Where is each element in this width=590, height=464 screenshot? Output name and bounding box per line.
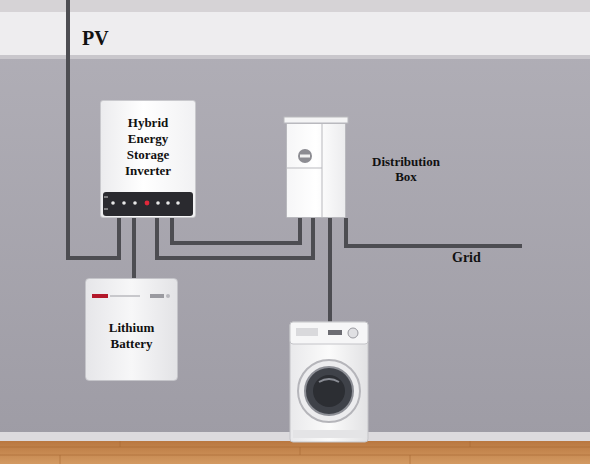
floor-grain xyxy=(0,441,590,464)
washer-window xyxy=(305,367,353,415)
node-label: Lithium Battery xyxy=(99,320,165,352)
molding-band xyxy=(0,12,590,55)
battery-logo-line xyxy=(110,295,140,297)
node-label: Distribution Box xyxy=(361,154,451,184)
molding-shadow xyxy=(0,55,590,59)
panel-led xyxy=(156,201,160,205)
washer-drawer xyxy=(296,328,318,336)
box-door-line xyxy=(287,123,322,217)
inverter-box: Hybrid Energy Storage Inverter xyxy=(100,100,196,218)
box-lock xyxy=(298,149,312,163)
panel-led xyxy=(111,201,115,205)
panel-led xyxy=(176,201,180,205)
grid-label: Grid xyxy=(452,250,481,266)
panel-led xyxy=(145,201,150,206)
grid-wire xyxy=(346,218,522,246)
cable xyxy=(172,218,300,243)
panel-led xyxy=(166,201,170,205)
ceiling-strip xyxy=(0,0,590,12)
battery-button xyxy=(166,294,170,298)
box-lock-slot xyxy=(300,155,310,158)
washer-glint xyxy=(319,379,339,382)
box-lid xyxy=(284,117,348,123)
cable xyxy=(132,218,136,278)
washer-body xyxy=(290,322,368,442)
battery-brand xyxy=(150,294,164,298)
washer-knob xyxy=(348,328,358,338)
cable xyxy=(157,218,313,258)
washer-door xyxy=(298,360,360,422)
battery-box: Lithium Battery xyxy=(85,278,178,381)
panel-mark xyxy=(104,197,108,209)
battery-logo xyxy=(92,294,108,298)
panel-led xyxy=(122,201,126,205)
load-wire xyxy=(328,218,332,324)
washer-drum xyxy=(313,375,345,407)
washer-plinth xyxy=(293,430,365,438)
node-label: Hybrid Energy Storage Inverter xyxy=(113,115,183,179)
washer-panel xyxy=(290,322,368,344)
inverter-panel xyxy=(103,192,193,216)
washer-display xyxy=(328,330,342,335)
wood-floor xyxy=(0,441,590,464)
source-label: PV xyxy=(82,27,109,50)
distribution-box: Distribution Box xyxy=(286,123,346,218)
panel-led xyxy=(133,201,137,205)
